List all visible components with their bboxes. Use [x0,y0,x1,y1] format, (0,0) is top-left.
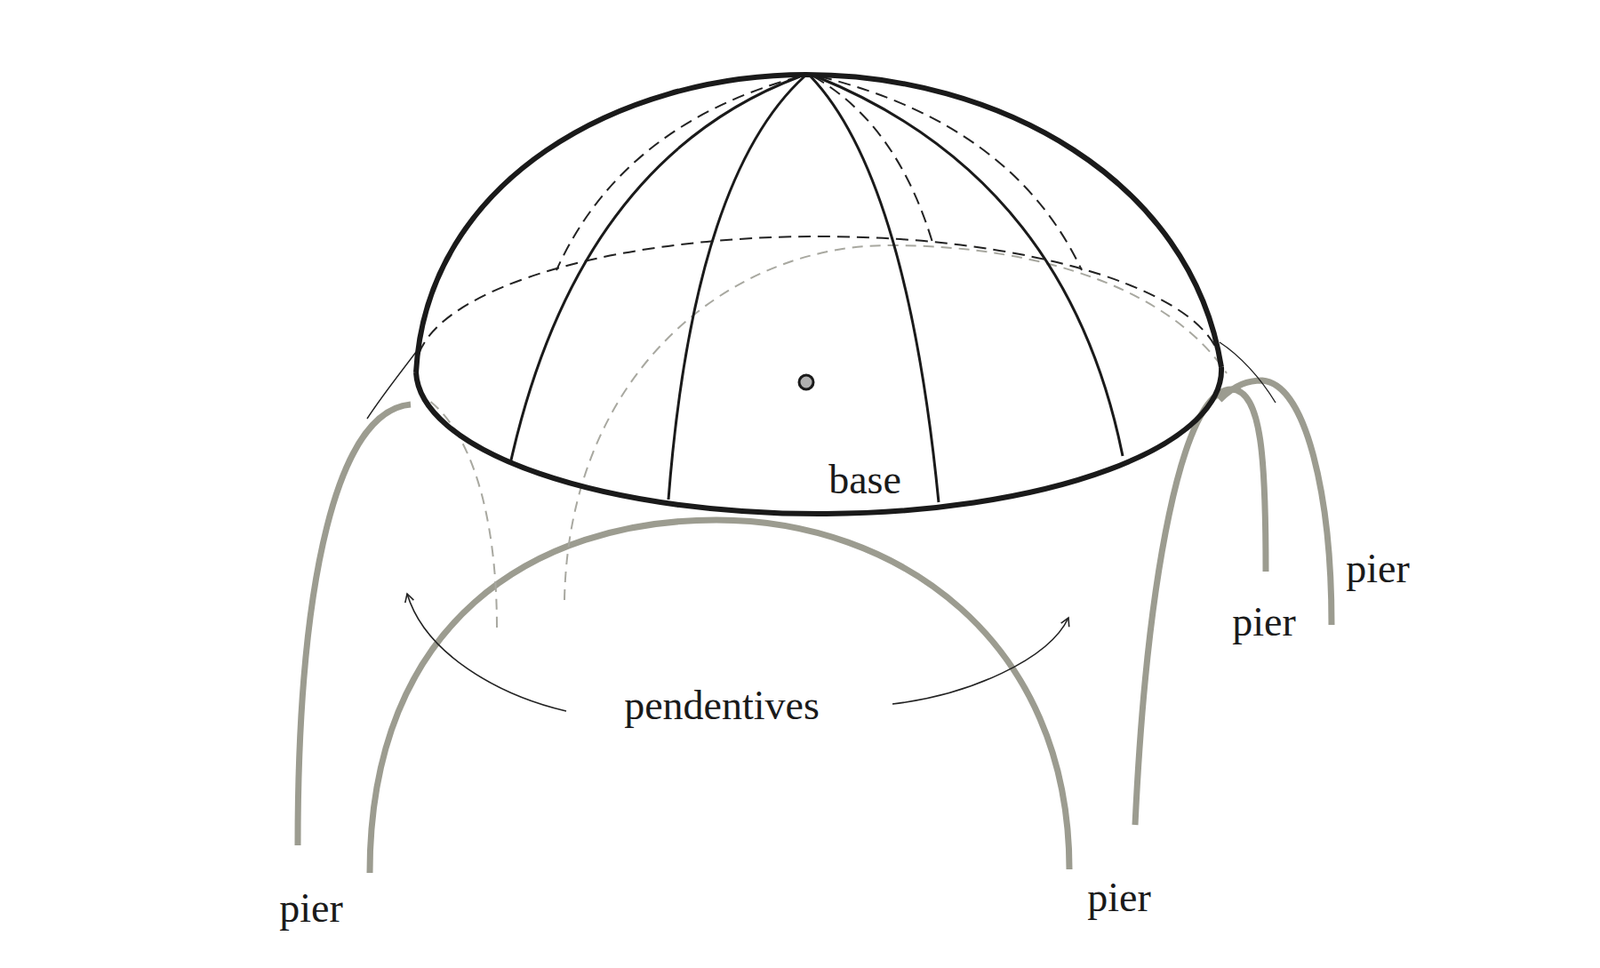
meridian [810,76,939,503]
pier-label: pier [1232,600,1296,646]
pier-label: pier [1345,546,1410,592]
structure-label: pendentives [624,683,820,729]
meridian [816,76,1123,456]
back-arch [564,245,1227,600]
thin-line [1219,342,1276,403]
dome [416,74,1222,514]
front-arch [369,520,1070,873]
dome-outline [416,74,1222,373]
pier-label: pier [1087,875,1152,921]
structure-label: base [828,457,902,504]
dome-base [416,367,1222,514]
right-outer-arch [1219,380,1332,625]
arches [297,380,1332,873]
center-point [799,375,814,390]
meridian [668,76,805,500]
back-meridian [556,76,800,271]
leader-arrow [892,617,1069,704]
hidden-arches [422,245,1227,628]
back-meridian [819,76,1082,271]
base-back [416,236,1222,373]
leader-arrow [407,593,567,712]
arch-continuations [367,342,1276,419]
left-pier-arch [297,404,411,846]
thin-line [367,352,416,419]
pier-label: pier [279,886,344,932]
hidden-pier [422,395,497,628]
dome-hidden-lines [416,76,1222,373]
